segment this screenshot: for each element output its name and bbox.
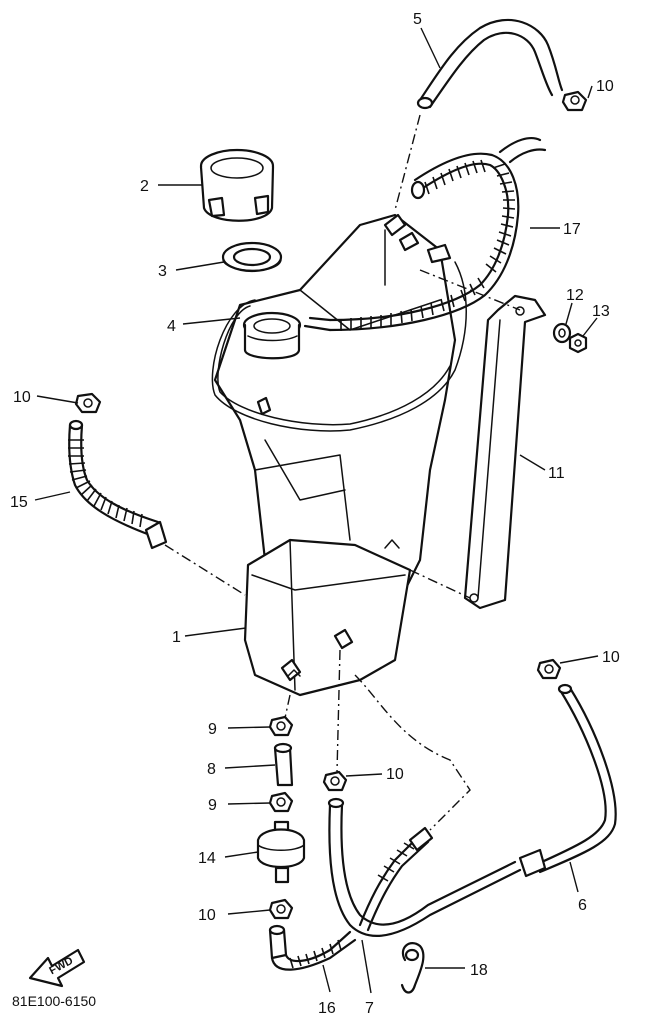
callout-13: 13 — [592, 303, 610, 320]
hose-part-5 — [416, 18, 564, 110]
callout-3: 3 — [158, 263, 167, 280]
callout-11: 11 — [548, 465, 565, 482]
clip-part-10-topright — [561, 90, 588, 112]
collar-part-12 — [552, 322, 572, 344]
callout-5: 5 — [413, 11, 422, 28]
hose-part-16 — [268, 924, 357, 971]
callout-14: 14 — [198, 850, 216, 867]
callout-9-upper: 9 — [208, 721, 217, 738]
callout-12: 12 — [566, 287, 584, 304]
clip-part-9-lower — [268, 791, 294, 813]
callout-7: 7 — [365, 1000, 374, 1017]
nut-part-13 — [568, 332, 588, 354]
hose-part-17 — [303, 136, 547, 332]
callout-9-lower: 9 — [208, 797, 217, 814]
callout-10-right: 10 — [602, 649, 620, 666]
hose-part-6 — [518, 683, 617, 878]
callout-1: 1 — [172, 629, 181, 646]
callout-8: 8 — [207, 761, 216, 778]
tank-part-1 — [211, 213, 467, 697]
clip-part-10-left — [74, 392, 102, 414]
hose-part-8 — [273, 742, 294, 787]
callout-18: 18 — [470, 962, 488, 979]
callout-15: 15 — [10, 494, 28, 511]
leader-lines — [34, 27, 599, 994]
clamp-part-18 — [400, 942, 425, 994]
clip-part-10-right — [536, 658, 562, 680]
callout-6: 6 — [578, 897, 587, 914]
assembly-lines — [164, 114, 521, 831]
clip-part-10-center — [322, 770, 348, 792]
bracket-part-11 — [463, 294, 547, 610]
gasket-part-3 — [221, 241, 283, 273]
callout-labels: 1 2 3 4 5 6 7 8 9 9 10 10 10 10 10 11 12… — [10, 11, 620, 1017]
callout-4: 4 — [167, 318, 176, 335]
callout-10-left: 10 — [13, 389, 31, 406]
clip-part-10-bottom — [268, 898, 294, 920]
cap-part-2 — [199, 148, 275, 222]
hose-part-15 — [68, 419, 168, 550]
diagram-code: 81E100-6150 — [12, 993, 96, 1009]
callout-10-center: 10 — [386, 766, 404, 783]
callout-17: 17 — [563, 221, 581, 238]
callout-16: 16 — [318, 1000, 336, 1017]
valve-part-14 — [256, 820, 306, 884]
callout-10-bottom: 10 — [198, 907, 216, 924]
fwd-arrow-icon: FWD — [28, 948, 86, 988]
callout-2: 2 — [140, 178, 149, 195]
clip-part-9-upper — [268, 715, 294, 737]
callout-10-topright: 10 — [596, 78, 614, 95]
hose-part-7 — [327, 797, 522, 937]
